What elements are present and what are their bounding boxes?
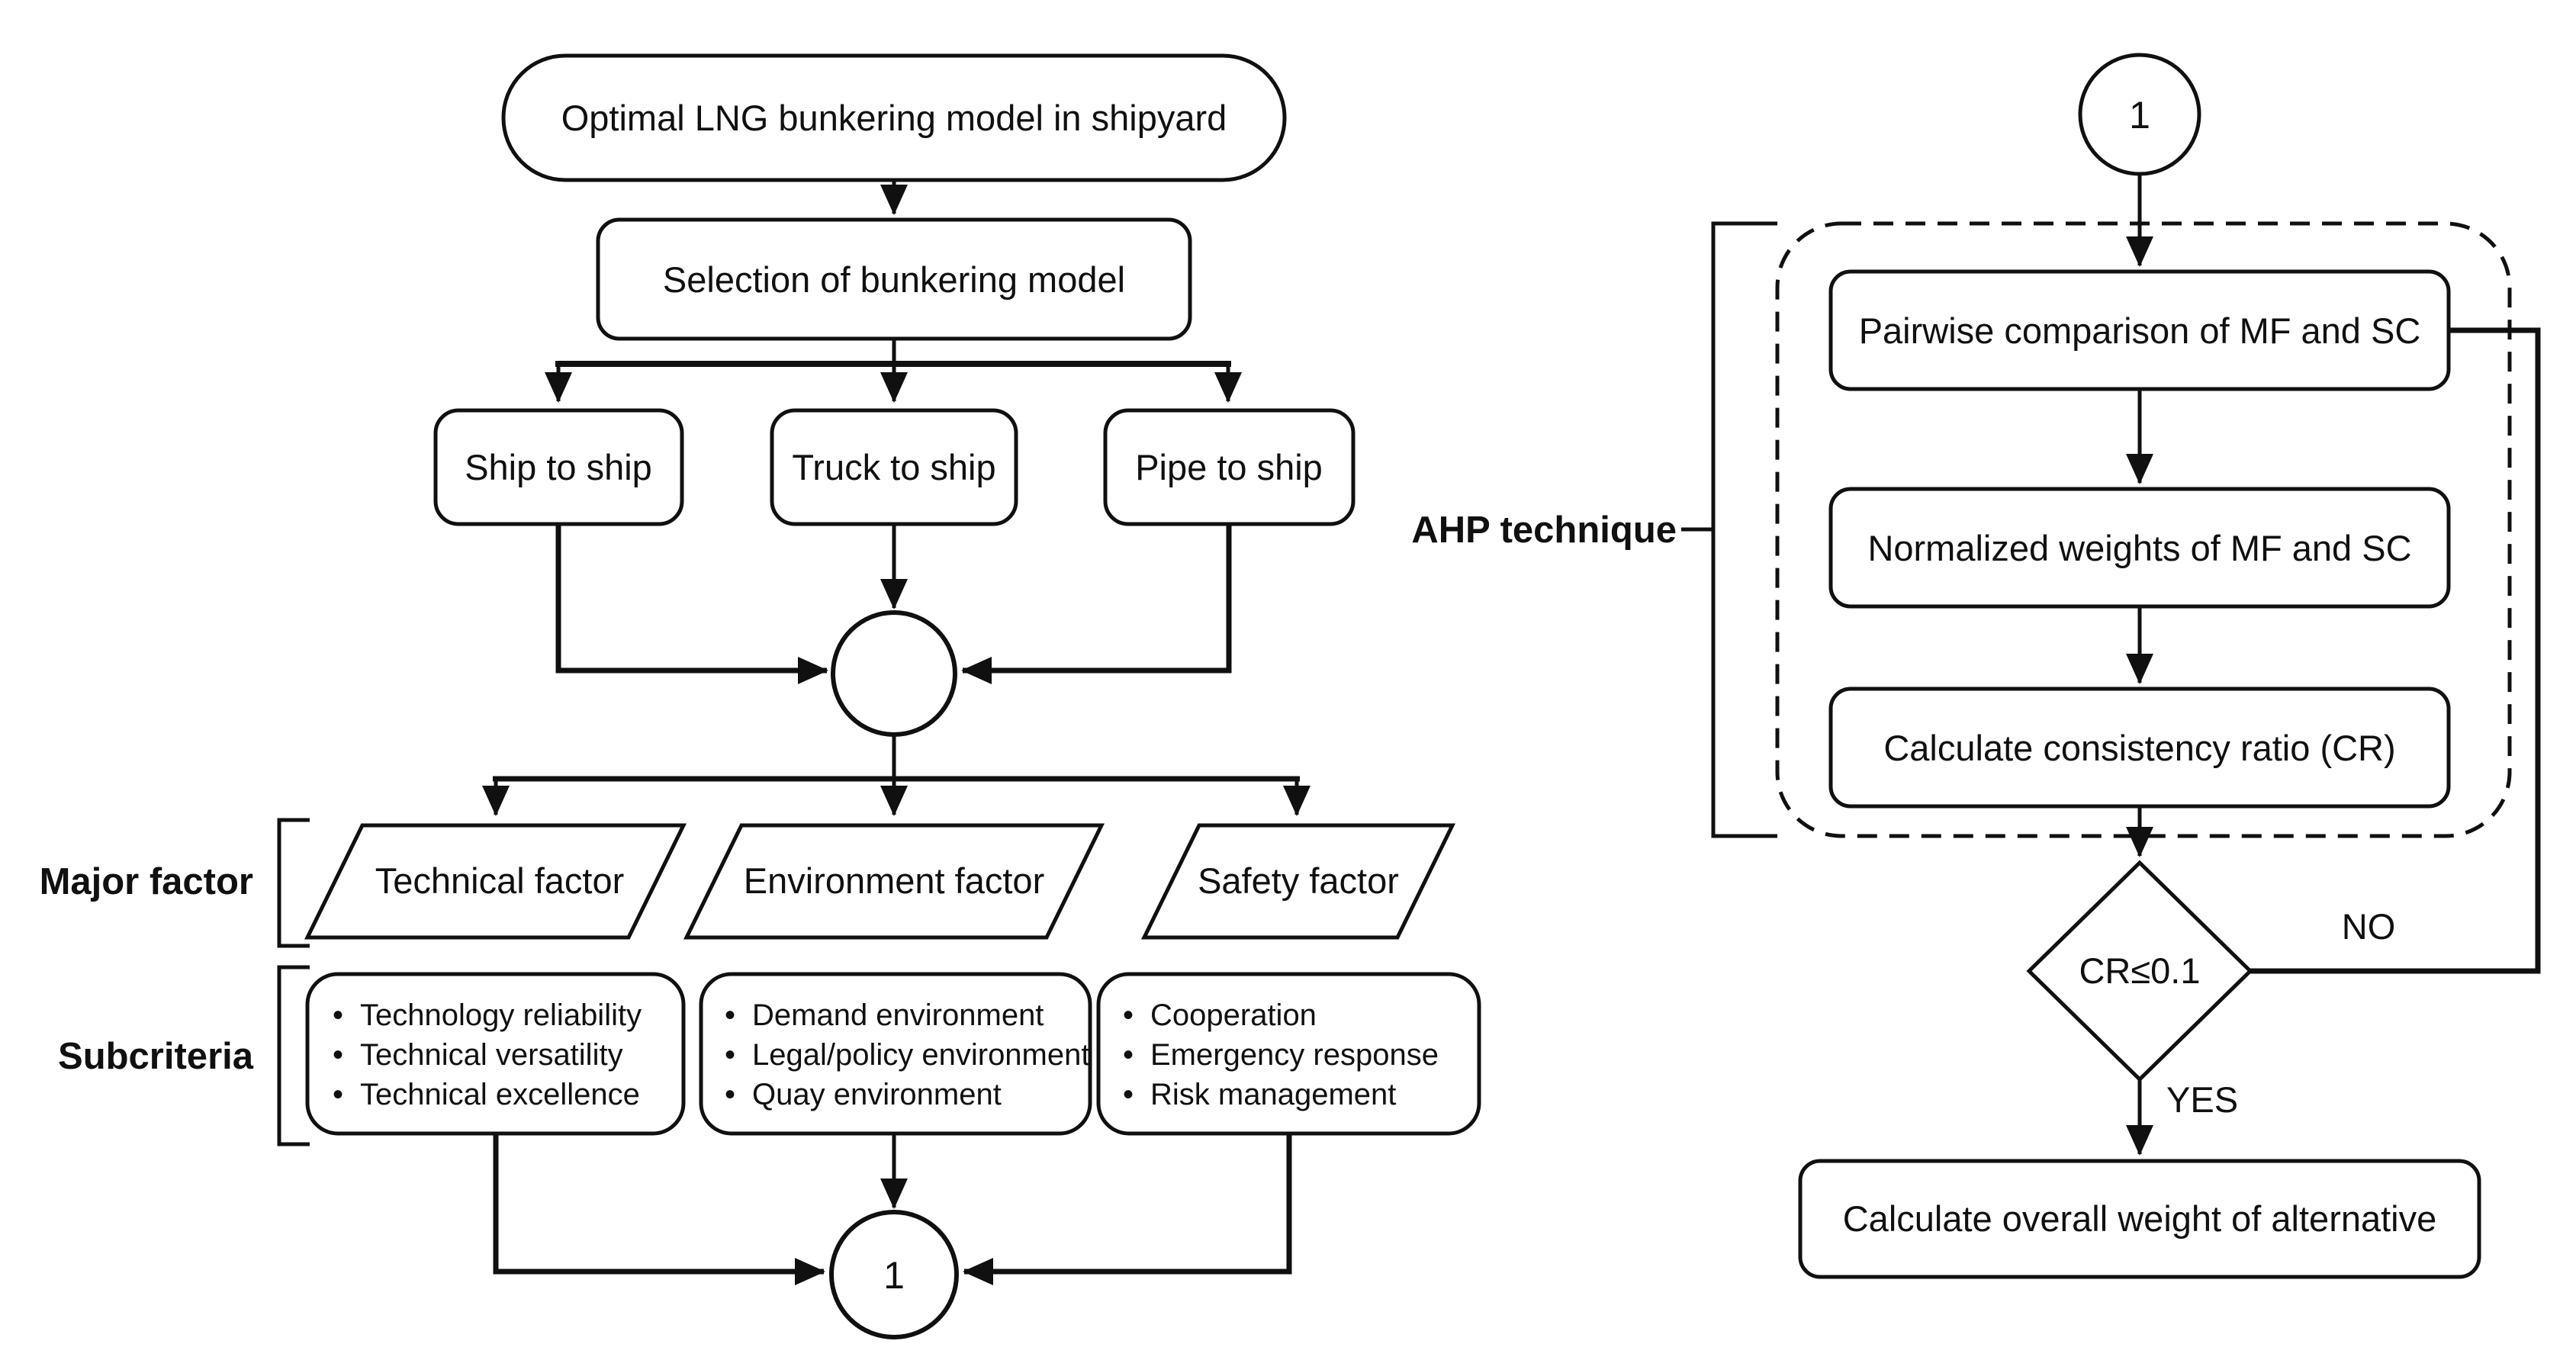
decision-label-cr: CR≤0.1 [2079,950,2200,991]
subcriteria-row-label: Subcriteria [58,1036,254,1077]
final-step-label: Calculate overall weight of alternative [1843,1198,2437,1239]
subcriteria-line: • Technology reliability [333,998,642,1032]
bullet-glyph: • [333,1078,343,1111]
factor-parallelogram-technical [304,823,687,940]
offpage-connector-one-left [829,1210,959,1339]
subcriteria-bracket [277,965,310,1146]
subcriteria-line: • Risk management [1123,1078,1396,1111]
subcriteria-line: • Technical excellence [333,1078,640,1111]
subcriterion-label: Technical versatility [360,1038,623,1072]
decision-branch-yes-label: YES [2166,1079,2238,1120]
model-label-pipe-to-ship: Pipe to ship [1135,447,1323,487]
subcriterion-label: Emergency response [1150,1038,1439,1072]
bullet-glyph: • [1123,1038,1134,1072]
goal-label: Optimal LNG bunkering model in shipyard [561,98,1227,138]
subcriteria-line: • Quay environment [725,1078,1002,1111]
factor-parallelogram-safety [1140,823,1456,940]
subcriteria-line: • Emergency response [1123,1038,1439,1072]
offpage-connector-one-left-label: 1 [883,1254,905,1297]
bullet-glyph: • [725,998,735,1032]
selection-label: Selection of bunkering model [663,259,1125,300]
connector-pipe-to-merge [961,524,1232,684]
bullet-glyph: • [333,1038,343,1072]
factor-parallelogram-environment [683,823,1105,940]
bullet-glyph: • [725,1038,735,1072]
step-label-normalized-weights: Normalized weights of MF and SC [1867,528,2411,568]
step-label-pairwise-comparison: Pairwise comparison of MF and SC [1859,310,2421,351]
step-label-consistency-ratio: Calculate consistency ratio (CR) [1883,728,2395,768]
bullet-glyph: • [1123,1078,1134,1111]
subcriteria-line: • Technical versatility [333,1038,623,1072]
subcriterion-label: Demand environment [752,998,1044,1032]
model-label-ship-to-ship: Ship to ship [465,447,652,487]
connector-ship-to-merge [555,524,828,684]
bullet-glyph: • [1123,998,1134,1032]
merge-circle [831,610,957,737]
connector-safety-to-one [963,1134,1292,1285]
ahp-group-dashed-box [1775,221,2512,838]
final-step-box [1798,1159,2481,1279]
subcriterion-label: Legal/policy environment [752,1038,1089,1072]
ahp-group-label: AHP technique [1411,510,1677,551]
subcriteria-line: • Legal/policy environment [725,1038,1089,1072]
subcriteria-line: • Demand environment [725,998,1044,1032]
offpage-connector-one-right-label: 1 [2129,94,2150,137]
subcriterion-label: Technology reliability [360,998,642,1032]
major-factor-bracket [277,818,310,948]
subcriterion-label: Quay environment [752,1078,1002,1111]
model-label-truck-to-ship: Truck to ship [792,447,995,487]
bullet-glyph: • [333,998,343,1032]
decision-branch-no-label: NO [2342,906,2396,947]
subcriterion-label: Technical excellence [360,1078,640,1111]
subcriterion-label: Cooperation [1150,998,1317,1032]
subcriteria-line: • Cooperation [1123,998,1317,1032]
bullet-glyph: • [725,1078,735,1111]
factor-label-safety: Safety factor [1198,860,1399,901]
ahp-group-bracket [1711,221,1777,838]
connector-technical-to-one [493,1134,825,1285]
subcriterion-label: Risk management [1150,1078,1396,1111]
no-feedback-line [2250,327,2541,974]
major-factor-row-label: Major factor [40,861,253,902]
factor-label-technical: Technical factor [375,860,625,901]
factor-label-environment: Environment factor [744,860,1044,901]
